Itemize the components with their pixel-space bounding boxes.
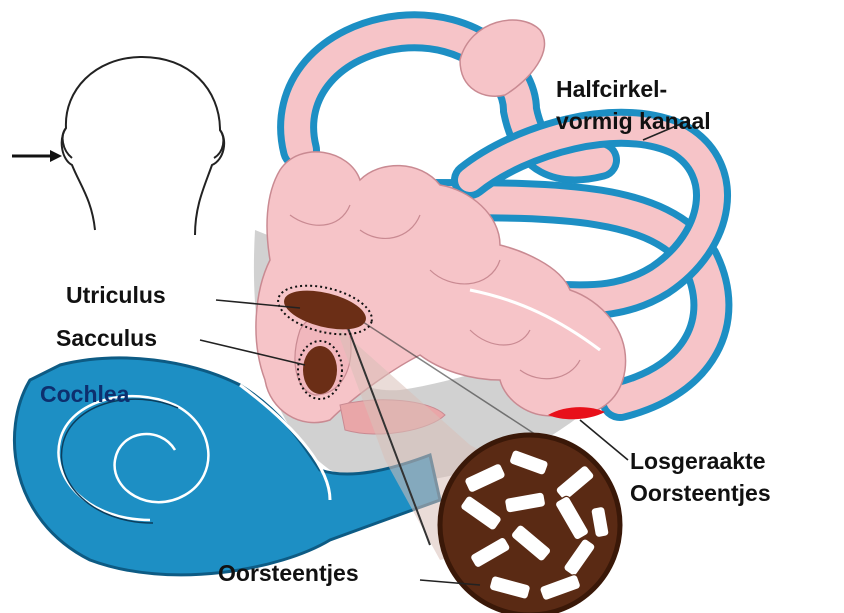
label-loose-otoliths-line1: Losgeraakte: [630, 448, 766, 474]
label-semicircular-canal-line2: vormig kanaal: [556, 108, 711, 134]
label-cochlea: Cochlea: [40, 381, 129, 407]
label-utriculus: Utriculus: [66, 282, 166, 308]
label-otoliths: Oorsteentjes: [218, 560, 359, 586]
label-semicircular-canal-line1: Halfcirkel-: [556, 76, 667, 102]
label-loose-otoliths-line2: Oorsteentjes: [630, 480, 771, 506]
head-outline-icon: [62, 57, 224, 235]
label-sacculus: Sacculus: [56, 325, 157, 351]
arrow-icon: [12, 150, 62, 162]
otolith-magnifier: [440, 435, 620, 613]
